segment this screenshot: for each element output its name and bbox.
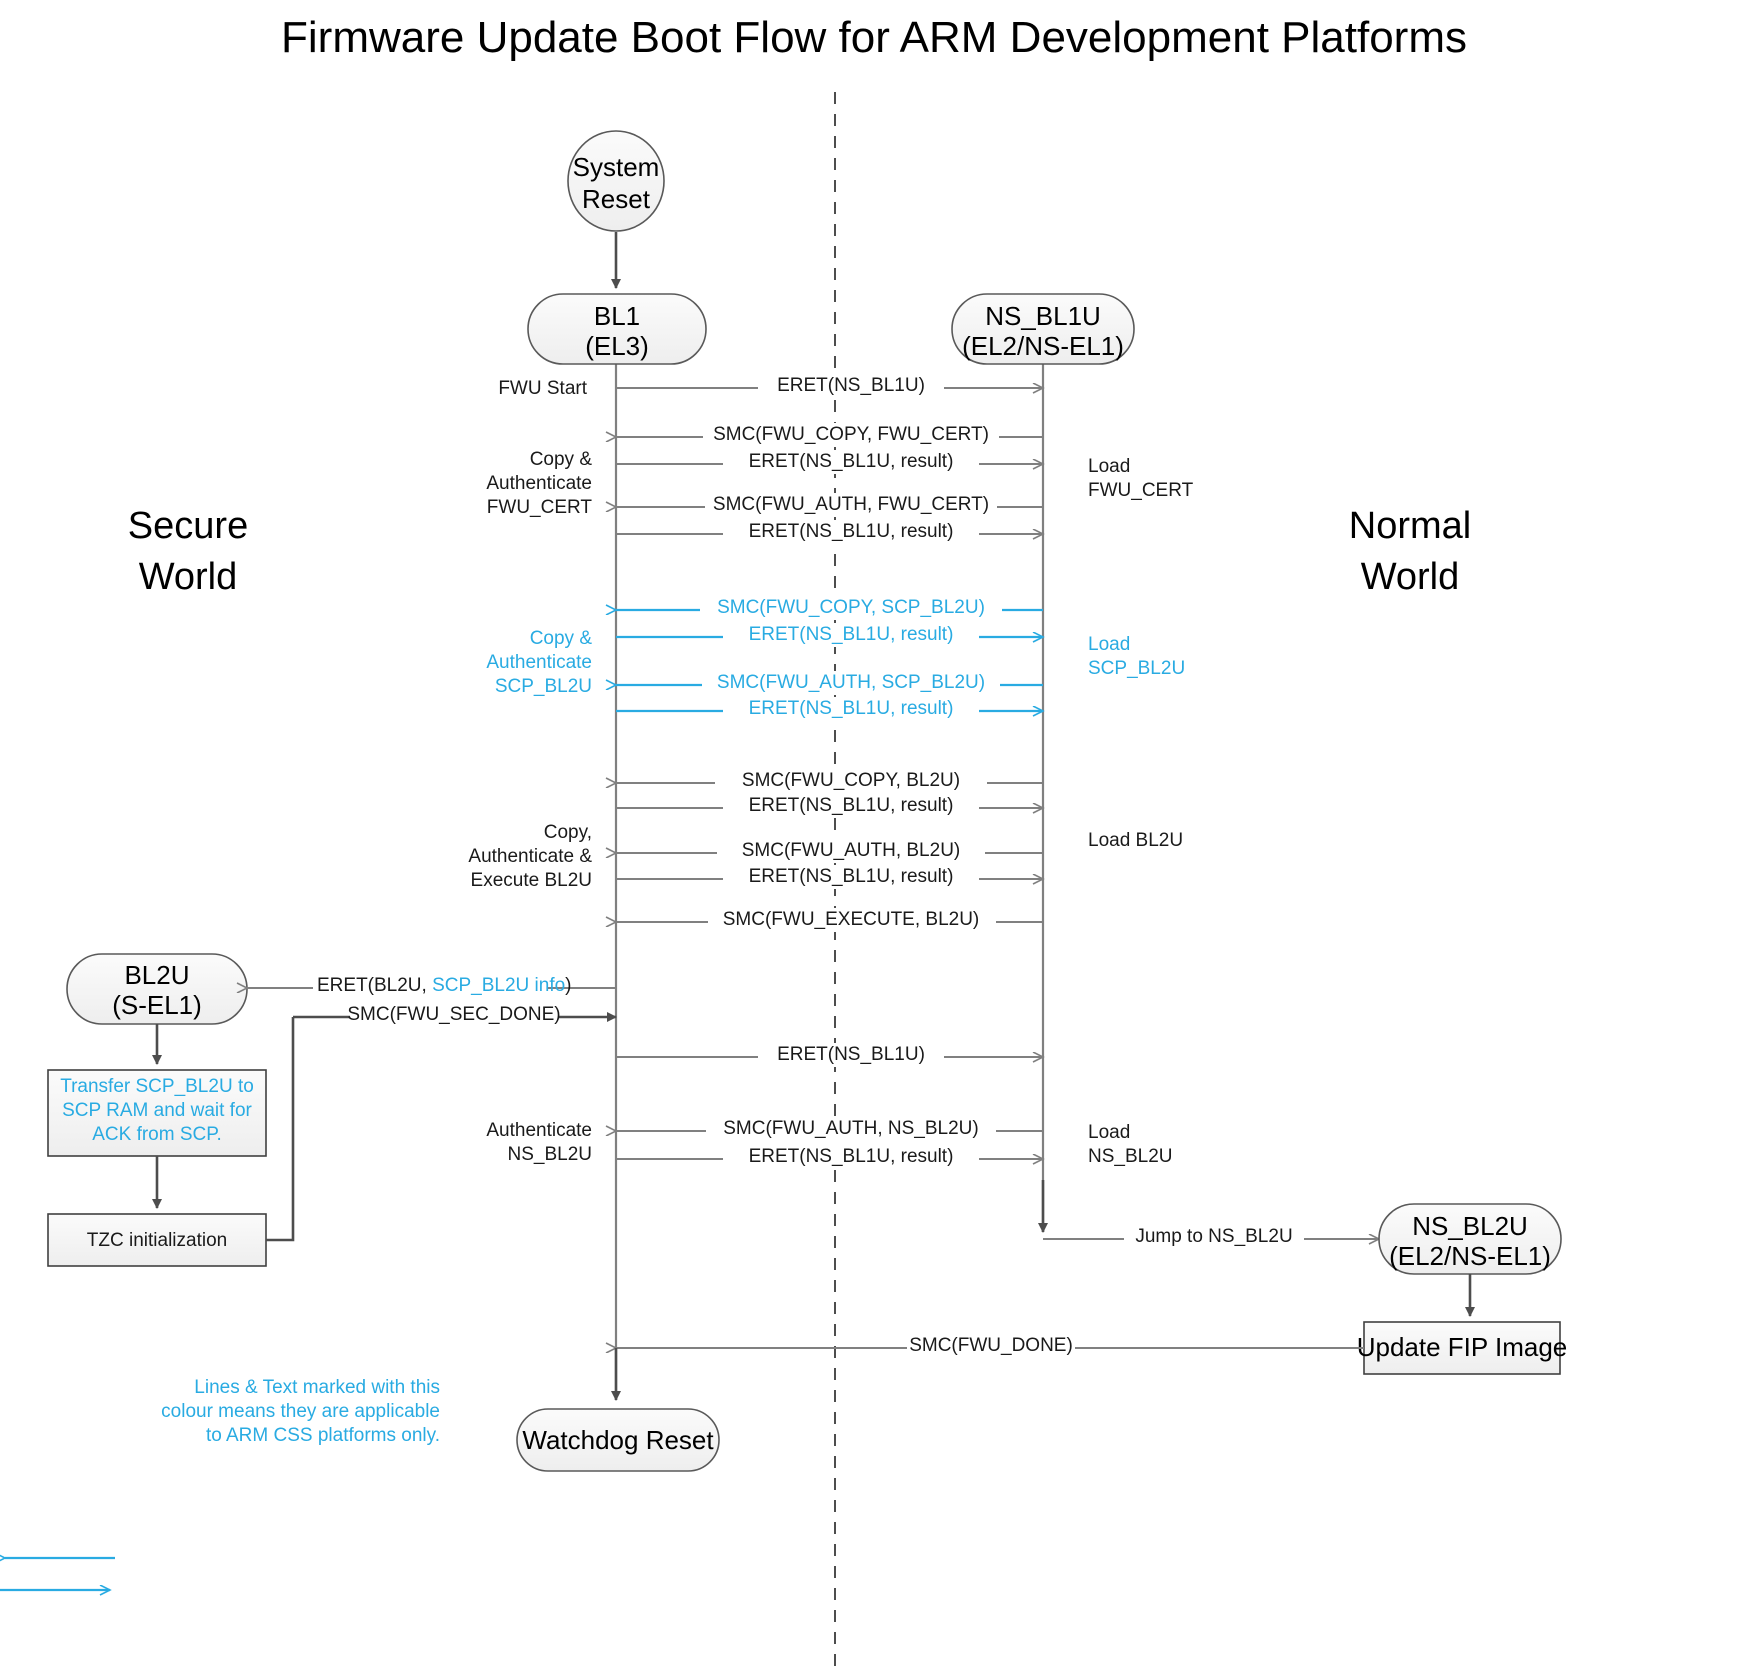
msg-label-bg-m12 bbox=[717, 839, 985, 863]
box-tzc-label: TZC initialization bbox=[87, 1230, 227, 1251]
right-annotation-r4-line1: Load bbox=[1088, 1122, 1130, 1143]
msg-label-m6: SMC(FWU_COPY, SCP_BL2U) bbox=[717, 597, 985, 618]
msg-label-m13: ERET(NS_BL1U, result) bbox=[749, 866, 954, 887]
msg-label-m12: SMC(FWU_AUTH, BL2U) bbox=[742, 840, 961, 861]
box-update-fip-label: Update FIP Image bbox=[1357, 1332, 1568, 1362]
msg-label-m15: ERET(BL2U, SCP_BL2U info) bbox=[317, 975, 572, 996]
msg-label-bg-m16 bbox=[350, 1003, 558, 1027]
left-annotation-a3-line3: SCP_BL2U bbox=[495, 676, 592, 697]
msg-label-m17: ERET(NS_BL1U) bbox=[777, 1044, 925, 1065]
msg-label-m2: SMC(FWU_COPY, FWU_CERT) bbox=[713, 424, 989, 445]
msg-label-m19: ERET(NS_BL1U, result) bbox=[749, 1146, 954, 1167]
msg-label-bg-m5 bbox=[723, 520, 979, 544]
left-annotation-a4-line2: Authenticate & bbox=[468, 846, 592, 867]
right-annotation-r4-line2: NS_BL2U bbox=[1088, 1146, 1173, 1167]
node-bl2u-line1: BL2U bbox=[124, 960, 189, 990]
box-transfer-line1: Transfer SCP_BL2U to bbox=[60, 1076, 254, 1097]
msg-label-bg-m6 bbox=[700, 596, 1002, 620]
node-bl1-line1: BL1 bbox=[594, 301, 640, 331]
msg-label-bg-m17 bbox=[758, 1043, 944, 1067]
msg-label-m3: ERET(NS_BL1U, result) bbox=[749, 451, 954, 472]
right-annotation-r3-line1: Load BL2U bbox=[1088, 830, 1183, 851]
legend-line2: colour means they are applicable bbox=[161, 1401, 440, 1422]
msg-label-m5: ERET(NS_BL1U, result) bbox=[749, 521, 954, 542]
msg-label-m18: SMC(FWU_AUTH, NS_BL2U) bbox=[723, 1118, 978, 1139]
legend-line1: Lines & Text marked with this bbox=[194, 1377, 440, 1398]
msg-label-m1: ERET(NS_BL1U) bbox=[777, 375, 925, 396]
node-bl1[interactable] bbox=[527, 293, 707, 365]
box-transfer-scp-bl2u[interactable] bbox=[47, 1069, 267, 1157]
box-transfer-line2: SCP RAM and wait for bbox=[62, 1100, 252, 1121]
msg-label-bg-m9 bbox=[723, 697, 979, 721]
msg-label-m21: SMC(FWU_DONE) bbox=[909, 1335, 1073, 1356]
msg-label-bg-m11 bbox=[723, 794, 979, 818]
msg-label-m4: SMC(FWU_AUTH, FWU_CERT) bbox=[713, 494, 989, 515]
msg-label-bg-m3 bbox=[723, 450, 979, 474]
msg-label-bg-m15 bbox=[313, 974, 548, 998]
node-system-reset-line2: Reset bbox=[582, 184, 651, 214]
left-annotation-a3-line2: Authenticate bbox=[486, 652, 592, 673]
msg-label-bg-m14 bbox=[708, 908, 996, 932]
left-annotation-a4-line3: Execute BL2U bbox=[471, 870, 592, 891]
msg-label-m14: SMC(FWU_EXECUTE, BL2U) bbox=[723, 909, 980, 930]
node-system-reset[interactable] bbox=[567, 130, 665, 232]
msg-label-bg-m8 bbox=[702, 671, 1000, 695]
msg-label-bg-m7 bbox=[723, 623, 979, 647]
msg-label-m9: ERET(NS_BL1U, result) bbox=[749, 698, 954, 719]
node-ns-bl2u-line1: NS_BL2U bbox=[1412, 1211, 1528, 1241]
node-watchdog-reset-label: Watchdog Reset bbox=[522, 1425, 714, 1455]
left-annotation-a2-line2: Authenticate bbox=[486, 473, 592, 494]
msg-label-bg-m21 bbox=[907, 1334, 1075, 1358]
left-annotation-a5-line2: NS_BL2U bbox=[508, 1144, 593, 1165]
msg-label-m15-part-c: ) bbox=[565, 975, 571, 996]
right-annotation-r2-line1: Load bbox=[1088, 634, 1130, 655]
msg-label-m20: Jump to NS_BL2U bbox=[1135, 1226, 1292, 1247]
normal-world-label-line2: World bbox=[1361, 556, 1460, 598]
msg-label-bg-m20 bbox=[1124, 1225, 1304, 1249]
secure-world-label-line1: Secure bbox=[128, 505, 248, 547]
msg-label-m16: SMC(FWU_SEC_DONE) bbox=[347, 1004, 560, 1025]
legend-line3: to ARM CSS platforms only. bbox=[206, 1425, 440, 1446]
right-annotation-r2-line2: SCP_BL2U bbox=[1088, 658, 1185, 679]
connector-tzc-to-sec-done bbox=[266, 1017, 295, 1242]
left-annotation-a5-line1: Authenticate bbox=[486, 1120, 592, 1141]
node-ns-bl1u-line2: (EL2/NS-EL1) bbox=[962, 331, 1124, 361]
msg-label-bg-m10 bbox=[715, 769, 987, 793]
msg-label-bg-m13 bbox=[723, 865, 979, 889]
msg-label-m7: ERET(NS_BL1U, result) bbox=[749, 624, 954, 645]
node-watchdog-reset[interactable] bbox=[516, 1408, 720, 1472]
node-system-reset-line1: System bbox=[573, 152, 660, 182]
node-ns-bl2u-line2: (EL2/NS-EL1) bbox=[1389, 1241, 1551, 1271]
left-annotation-a3-line1: Copy & bbox=[530, 628, 593, 649]
node-ns-bl1u-line1: NS_BL1U bbox=[985, 301, 1101, 331]
node-bl1-line2: (EL3) bbox=[585, 331, 649, 361]
msg-label-m10: SMC(FWU_COPY, BL2U) bbox=[742, 770, 960, 791]
node-ns-bl1u[interactable] bbox=[951, 293, 1135, 365]
box-update-fip-image[interactable] bbox=[1363, 1321, 1561, 1375]
left-annotation-a2-line3: FWU_CERT bbox=[487, 497, 593, 518]
msg-label-bg-m2 bbox=[703, 423, 999, 447]
msg-label-m15-part-b: SCP_BL2U info bbox=[432, 975, 565, 996]
left-annotation-a1-line1: FWU Start bbox=[498, 378, 587, 399]
secure-world-label-line2: World bbox=[139, 556, 238, 598]
msg-label-m15-part-a: ERET(BL2U, bbox=[317, 975, 432, 996]
page-title: Firmware Update Boot Flow for ARM Develo… bbox=[281, 13, 1467, 62]
msg-label-bg-m1 bbox=[758, 374, 944, 398]
normal-world-label-line1: Normal bbox=[1349, 505, 1471, 547]
left-annotation-a4-line1: Copy, bbox=[544, 822, 592, 843]
box-tzc-initialization[interactable] bbox=[47, 1213, 267, 1267]
msg-label-m8: SMC(FWU_AUTH, SCP_BL2U) bbox=[717, 672, 985, 693]
msg-label-bg-m19 bbox=[723, 1145, 979, 1169]
msg-label-bg-m18 bbox=[706, 1117, 996, 1141]
left-annotation-a2-line1: Copy & bbox=[530, 449, 593, 470]
box-transfer-line3: ACK from SCP. bbox=[92, 1124, 222, 1145]
right-annotation-r1-line1: Load bbox=[1088, 456, 1130, 477]
msg-label-bg-m4 bbox=[705, 493, 997, 517]
msg-label-m11: ERET(NS_BL1U, result) bbox=[749, 795, 954, 816]
right-annotation-r1-line2: FWU_CERT bbox=[1088, 480, 1194, 501]
node-bl2u-line2: (S-EL1) bbox=[112, 990, 202, 1020]
